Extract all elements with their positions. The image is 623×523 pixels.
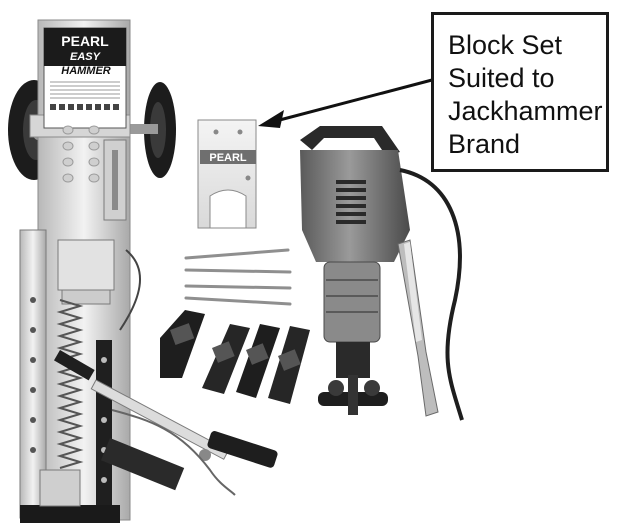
handle-arm (54, 350, 278, 496)
chisel-bit (397, 239, 439, 417)
pointer-arrow (258, 78, 433, 128)
plate-label: PEARL (209, 152, 247, 164)
blocks (160, 310, 310, 404)
callout-line-3: Jackhammer (448, 96, 603, 126)
jackhammer (300, 126, 464, 421)
mounting-plate: PEARL (197, 119, 257, 229)
callout-line-4: Brand (448, 129, 521, 159)
brand-sign: PEARL EASY HAMMER (43, 27, 127, 129)
wheel-icon (118, 82, 176, 178)
callout-box: Block Set Suited to Jackhammer Brand (431, 12, 609, 172)
model-line-2: HAMMER (61, 65, 111, 77)
pearl-easy-hammer-cart: PEARL EASY HAMMER (8, 19, 278, 523)
model-line-1: EASY (70, 51, 102, 63)
callout-line-1: Block Set (448, 30, 563, 60)
callout-line-2: Suited to (448, 63, 555, 93)
rods (184, 248, 292, 306)
brand-name: PEARL (61, 33, 109, 49)
spring (56, 299, 84, 469)
